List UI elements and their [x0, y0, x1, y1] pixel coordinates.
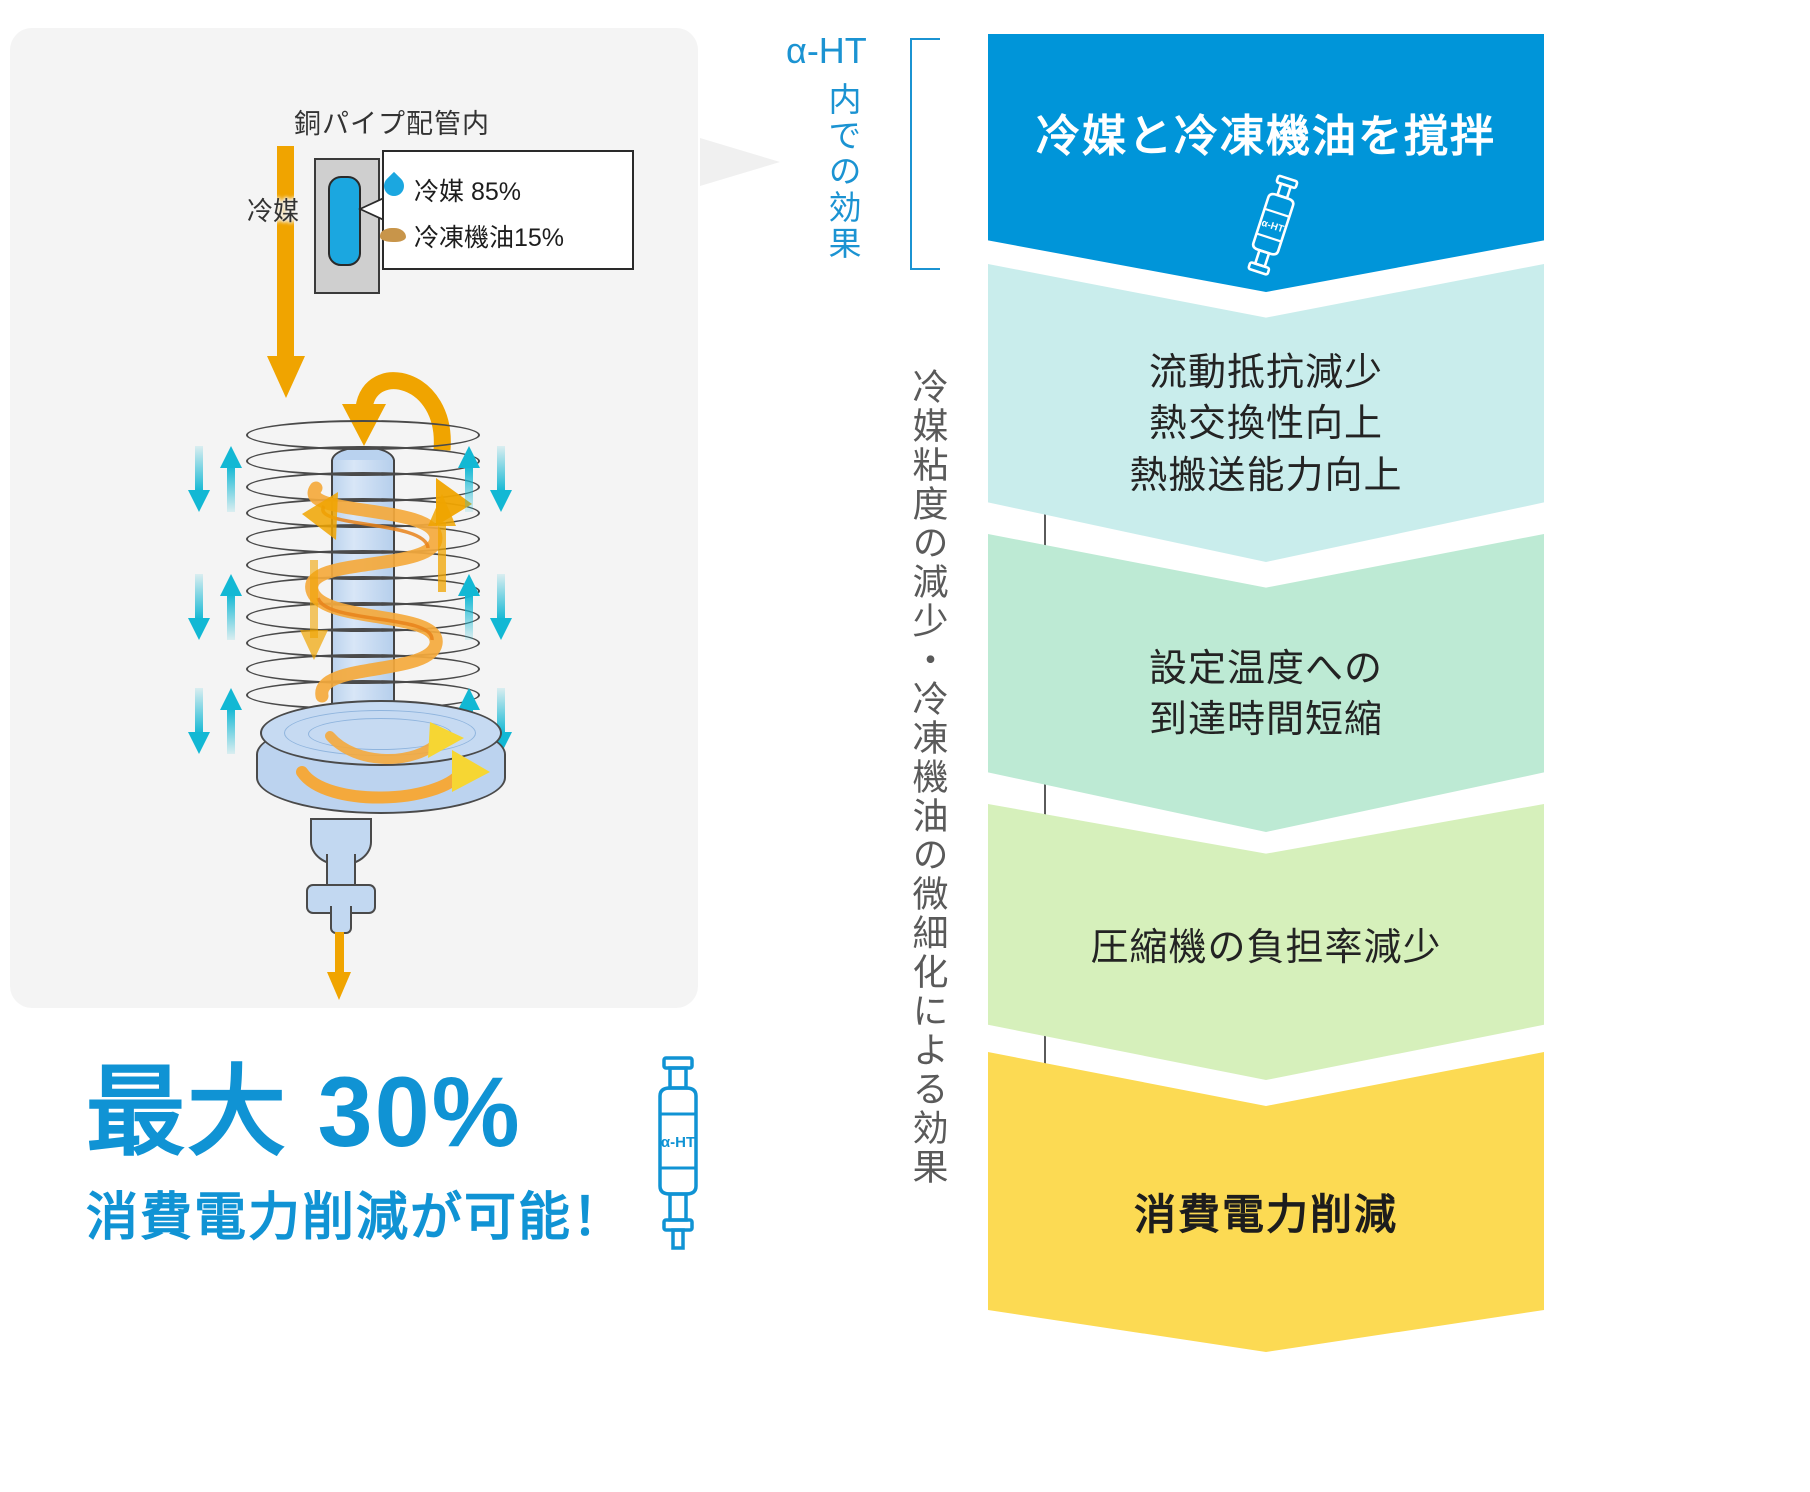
heat-arrow-up-icon [458, 446, 480, 512]
chevron-step-1: 冷媒と冷凍機油を撹拌 α-HT [988, 34, 1544, 292]
chevron-label: 冷媒と冷凍機油を撹拌 [1036, 112, 1496, 162]
chevron-label: 消費電力削減 [1133, 1190, 1398, 1238]
heat-arrow-down-icon [490, 574, 512, 640]
heat-arrow-up-icon [220, 688, 242, 754]
disc-stem [326, 854, 356, 888]
water-drop-icon [379, 171, 409, 201]
callout-pointer-icon [700, 138, 780, 186]
chevron-step-4: 圧縮機の負担率減少 [988, 804, 1544, 1080]
callout-row-label: 冷媒 85% [414, 178, 521, 206]
outlet-arrow-head-icon [327, 972, 351, 1000]
refrigerant-swirl-flow [300, 478, 472, 703]
pipe-caption: 銅パイプ配管内 [294, 109, 490, 139]
heat-arrow-down-icon [490, 446, 512, 512]
alpha-ht-effect-label: α-HT 内での効果 [786, 30, 896, 290]
chevron-step-3: 設定温度への到達時間短縮 [988, 534, 1544, 832]
chevron-label: 流動抵抗減少熱交換性向上熱搬送能力向上 [1129, 352, 1403, 497]
heat-arrow-up-icon [458, 574, 480, 640]
outlet-arrow-shaft [335, 932, 344, 978]
svg-text:α-HT: α-HT [1260, 218, 1285, 236]
inlet-label: 冷媒 [247, 196, 300, 226]
alpha-ht-text: α-HT [786, 30, 867, 71]
heat-arrow-down-icon [188, 574, 210, 640]
summary-headline: 最大 30% 消費電力削減が可能！ α-HT [86, 1046, 726, 1276]
heat-arrow-up-icon [220, 574, 242, 640]
chevron-step-5: 消費電力削減 [988, 1052, 1544, 1352]
alpha-ht-device-icon: α-HT [1247, 174, 1299, 276]
oil-blob-icon [380, 228, 406, 242]
svg-text:α-HT: α-HT [661, 1134, 695, 1151]
secondary-effect-vertical-text: 冷媒粘度の減少・冷凍機油の微細化による効果 [907, 368, 949, 1187]
arrow-head-icon [267, 356, 305, 398]
headline-main: 最大 30% [86, 1056, 522, 1167]
alpha-ht-effect-vertical-text: 内での効果 [823, 82, 861, 262]
composition-callout: 冷媒 85% 冷凍機油15% [379, 150, 634, 270]
heat-transfer-arrows [458, 446, 524, 536]
callout-row: 冷媒 85% [379, 171, 521, 208]
heat-arrow-down-icon [188, 688, 210, 754]
alpha-ht-device-icon: α-HT [658, 1056, 698, 1250]
refrigerant-channel [328, 176, 361, 266]
heat-arrow-up-icon [220, 446, 242, 512]
callout-row: 冷凍機油15% [380, 218, 565, 254]
callout-pointer-fill [362, 198, 386, 220]
copper-pipe-cross-section [314, 158, 380, 294]
callout-row-label: 冷凍機油15% [414, 224, 565, 252]
chevron-label: 圧縮機の負担率減少 [1090, 927, 1442, 970]
compressor-disc [256, 700, 506, 826]
diagram-panel: 銅パイプ配管内 冷媒 冷媒 85% 冷凍機油15% [10, 28, 698, 1008]
heat-transfer-arrows [188, 688, 254, 778]
effect-flow-chevrons: 冷媒と冷凍機油を撹拌 α-HT 流動抵抗減少熱交換性向上熱搬送能力向上 設定温度… [988, 34, 1544, 1352]
disc-tip [330, 906, 352, 934]
alpha-ht-bracket [910, 38, 940, 270]
headline-sub: 消費電力削減が可能！ [86, 1189, 627, 1247]
heat-transfer-arrows [458, 574, 524, 664]
heat-transfer-arrows [188, 574, 254, 664]
refrigerant-inlet-arrow: 冷媒 [247, 146, 315, 406]
heat-transfer-arrows [188, 446, 254, 536]
chevron-step-2: 流動抵抗減少熱交換性向上熱搬送能力向上 [988, 264, 1544, 562]
chevron-label: 設定温度への到達時間短縮 [1148, 647, 1383, 741]
disc-swirl-arrows [296, 722, 490, 804]
heat-arrow-down-icon [188, 446, 210, 512]
arrow-shaft [277, 146, 294, 364]
